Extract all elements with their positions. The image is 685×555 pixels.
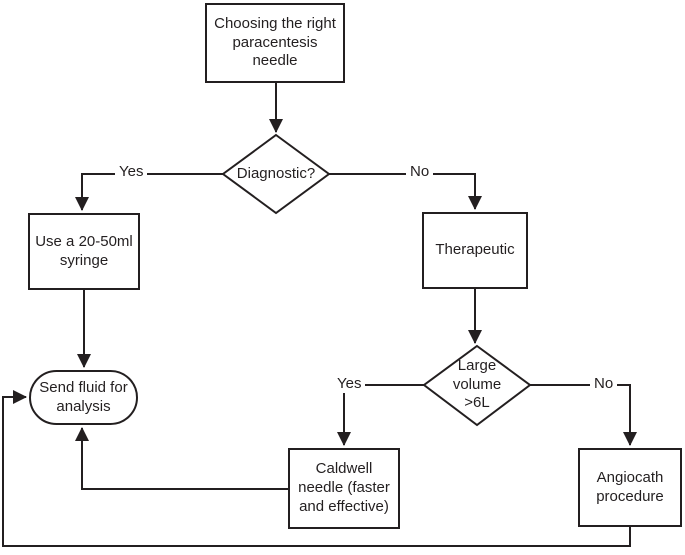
- decision-large-volume-shape: [422, 344, 532, 427]
- node-send-fluid: Send fluid for analysis: [29, 370, 138, 425]
- edge-large-volume-no-to-angiocath: [530, 384, 637, 446]
- decision-diagnostic-shape: [221, 133, 331, 215]
- edge-angiocath-to-send-fluid: [2, 390, 631, 547]
- node-caldwell: Caldwell needle (faster and effective): [288, 448, 400, 529]
- edge-diagnostic-no-to-therapeutic: [329, 173, 482, 210]
- edge-label-large-volume-yes: Yes: [333, 375, 366, 393]
- node-diagnostic-label: Diagnostic?: [236, 164, 316, 182]
- edge-caldwell-to-send-fluid: [75, 427, 288, 490]
- edge-label-diagnostic-no: No: [406, 163, 434, 181]
- edge-large-volume-yes-to-caldwell: [337, 384, 424, 446]
- edge-label-diagnostic-yes: Yes: [115, 163, 148, 181]
- node-therapeutic: Therapeutic: [422, 212, 528, 289]
- node-syringe: Use a 20-50ml syringe: [28, 213, 140, 290]
- edge-diagnostic-yes-to-syringe: [75, 173, 223, 211]
- node-start: Choosing the right paracentesis needle: [205, 3, 345, 83]
- node-large-volume-label: Large volume >6L: [452, 356, 502, 412]
- node-angiocath: Angiocath procedure: [578, 448, 682, 527]
- edge-label-large-volume-no: No: [590, 375, 618, 393]
